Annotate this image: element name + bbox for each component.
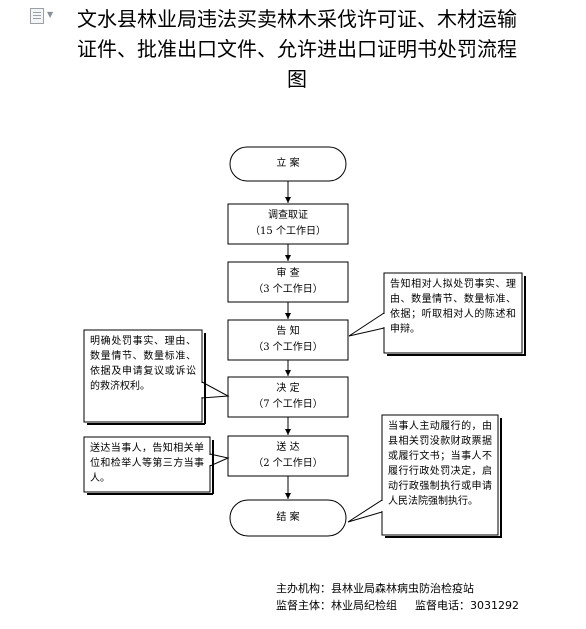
end-terminator xyxy=(229,499,347,537)
document-icon xyxy=(30,8,44,24)
decide-box xyxy=(227,376,349,418)
callout-right-top xyxy=(348,272,526,356)
review-days: （3 个工作日） xyxy=(253,284,323,295)
decide-label: 决 定 xyxy=(276,383,300,394)
note-end: 当事人主动履行的，由县相关罚没款财政票据或履行文书；当事人不履行行政处罚决定，启… xyxy=(388,421,492,507)
page-title: 文水县林业局违法买卖林木采伐许可证、木材运输证件、批准出口文件、允许进出口证明书… xyxy=(77,7,517,91)
callout-right-bottom xyxy=(347,414,502,538)
note-decide: 明确处罚事实、理由、数量情节、数量标准、依据及申请复议或诉讼的救济权利。 xyxy=(90,336,196,392)
deliver-days: （2 个工作日） xyxy=(253,458,323,469)
decide-days: （7 个工作日） xyxy=(253,399,323,410)
investigate-days: （15 个工作日） xyxy=(250,226,326,237)
notify-days: （3 个工作日） xyxy=(253,342,323,353)
deliver-label: 送 达 xyxy=(276,442,300,453)
note-notify: 告知相对人拟处罚事实、理由、数量情节、数量标准、依据；听取相对人的陈述和申辩。 xyxy=(390,279,516,335)
note-deliver: 送达当事人，告知相关单位和检举人等第三方当事人。 xyxy=(90,443,204,484)
footer-phone: 监督电话：3031292 xyxy=(415,599,519,612)
footer-organizer: 主办机构：县林业局森林病虫防治检疫站 xyxy=(276,582,474,595)
investigate-label: 调查取证 xyxy=(268,210,308,221)
notify-label: 告 知 xyxy=(276,326,300,337)
callout-left-mid xyxy=(83,329,230,425)
footer-supervisor: 监督主体：林业局纪检组 xyxy=(276,599,397,612)
chevron-down-icon[interactable]: ▼ xyxy=(47,10,54,19)
callout-left-bottom xyxy=(83,436,230,495)
end-label: 结 案 xyxy=(276,512,300,523)
review-box xyxy=(227,261,349,303)
review-label: 审 查 xyxy=(276,268,300,279)
start-label: 立 案 xyxy=(276,158,300,169)
